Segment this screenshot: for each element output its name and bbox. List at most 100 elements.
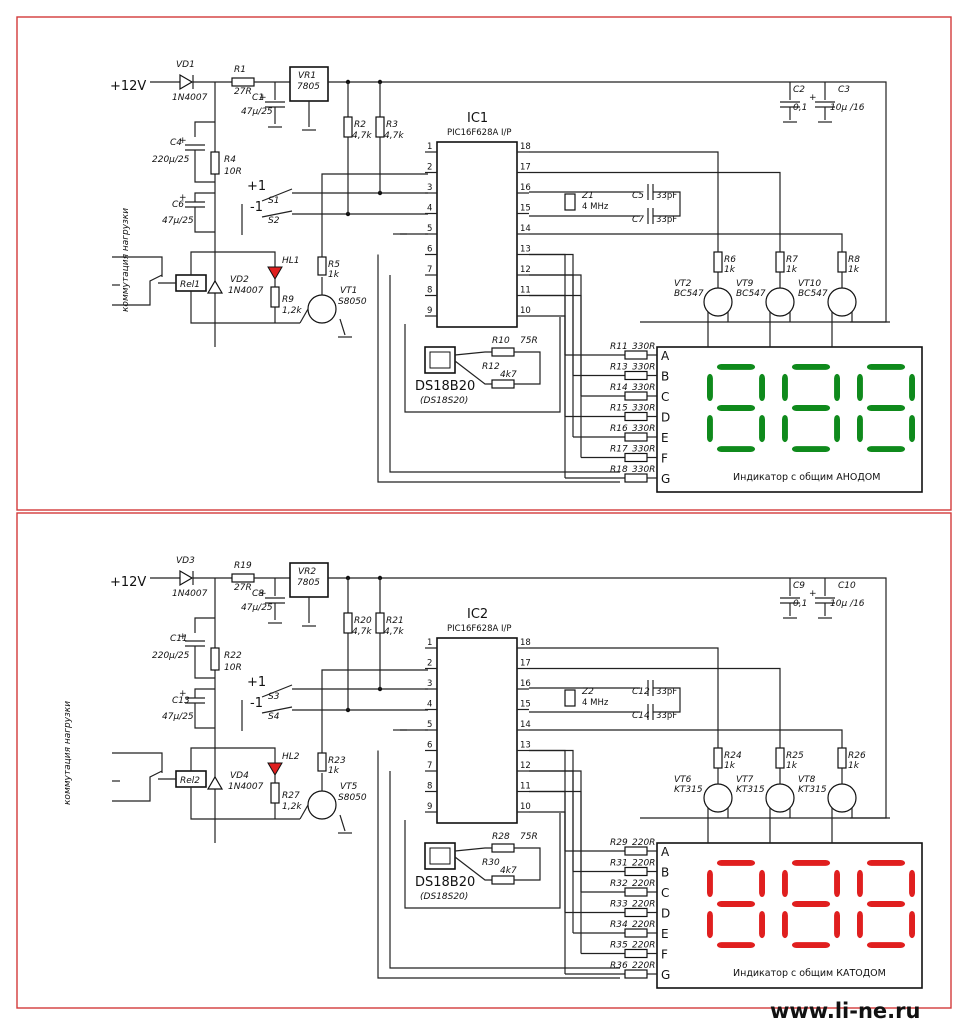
plus-label: +1 (247, 675, 266, 690)
resistor (491, 843, 515, 853)
display-segment (791, 901, 831, 907)
driver-transistor (703, 287, 733, 317)
polarity-mark: + (179, 632, 187, 642)
polarity-mark: + (259, 93, 267, 103)
seg-res-value: 220R (632, 838, 655, 848)
wire (339, 814, 346, 832)
driver-ref: VT9 (736, 279, 754, 289)
led-ref: HL1 (282, 256, 300, 266)
resistor (624, 370, 648, 381)
r4-value: 10R (224, 663, 242, 673)
seg-letter: D (661, 907, 670, 921)
c6-ref: C13 (172, 696, 190, 706)
ic-pin-label: 10 (520, 306, 531, 316)
c-reg-value: 47µ/25 (241, 603, 273, 613)
resistor (375, 116, 385, 138)
c-a-ref: C9 (793, 581, 805, 591)
resistor (624, 948, 648, 959)
ic-pin-label: 6 (427, 741, 432, 751)
seg-letter: E (661, 927, 669, 941)
wire (299, 308, 309, 324)
r-in-value: 27R (234, 583, 252, 593)
ic-pin-label: 15 (520, 700, 531, 710)
seg-letter: F (661, 948, 668, 962)
display-segment (782, 910, 788, 939)
diode-value: 1N4007 (172, 93, 208, 103)
seg-res-value: 330R (632, 424, 655, 434)
crystal (564, 193, 576, 211)
wire (339, 318, 346, 336)
seg-letter: D (661, 411, 670, 425)
display-segment (834, 414, 840, 443)
cx2-ref: C7 (632, 215, 644, 225)
ic-pin-label: 12 (520, 761, 531, 771)
driver-ref: VT6 (674, 775, 692, 785)
wire (194, 150, 215, 183)
cx2-value: 33pF (656, 711, 677, 721)
resistor (317, 256, 327, 276)
resistor (210, 647, 220, 671)
display-segment (707, 869, 713, 898)
driver-transistor (827, 287, 857, 317)
s1-ref: S1 (268, 196, 279, 206)
seg-letter: C (661, 886, 669, 900)
sensor-name: DS18B20 (415, 379, 475, 394)
c-b-ref: C10 (838, 581, 856, 591)
seg-letter: B (661, 370, 669, 384)
crystal-ref: Z1 (581, 191, 594, 201)
seg-route (529, 770, 582, 954)
transistor-vt1 (307, 294, 337, 324)
display-segment (909, 910, 915, 939)
seg-route (529, 770, 574, 872)
sensor-face (429, 351, 451, 369)
wire (190, 291, 300, 324)
wire (215, 747, 276, 763)
seg-res-ref: R16 (610, 424, 628, 434)
ic-pin-label: 13 (520, 741, 531, 751)
ic-pin-label: 1 (427, 638, 432, 648)
resistor (713, 251, 723, 273)
diode-ref: VD1 (176, 60, 195, 70)
regulator-value: 7805 (297, 82, 320, 92)
resistor (713, 747, 723, 769)
display-segment (716, 942, 756, 948)
wire (321, 669, 428, 753)
wire (454, 847, 492, 852)
driver-transistor (703, 783, 733, 813)
r5-value: 1k (328, 766, 340, 776)
circuit-1: +12VVD11N4007R127RVR17805+C147µ/25C20,1+… (16, 16, 952, 511)
sensor-name: DS18B20 (415, 875, 475, 890)
r9-ref: R9 (282, 295, 294, 305)
wire (850, 81, 887, 323)
display-segment (857, 373, 863, 402)
display-segment (707, 910, 713, 939)
load-label: коммутация нагрузки (63, 701, 73, 805)
base-res-ref: R7 (786, 255, 798, 265)
resistor (624, 473, 648, 483)
wire (194, 703, 215, 729)
pullup-value: 4,7k (352, 627, 372, 637)
ic-pin-label: 5 (427, 224, 432, 234)
cx1-ref: C12 (632, 687, 650, 697)
wire (850, 577, 887, 819)
ic-pin-label: 10 (520, 802, 531, 812)
panel-frame (16, 16, 952, 511)
flyback-diode (206, 775, 224, 790)
display-segment (707, 414, 713, 443)
wire (653, 191, 681, 217)
resistor (624, 907, 648, 918)
display-segment (834, 373, 840, 402)
ic-pin-label: 13 (520, 245, 531, 255)
display-segment (857, 414, 863, 443)
driver-value: BC547 (674, 289, 704, 299)
ic-pin-label: 11 (520, 286, 531, 296)
crystal-value: 4 MHz (582, 202, 609, 212)
seg-res-ref: R31 (610, 859, 628, 869)
wire (194, 207, 215, 233)
ic-pin-label: 15 (520, 204, 531, 214)
driver-ref: VT7 (736, 775, 754, 785)
relay-ref: Rel2 (180, 776, 200, 786)
display-segment (707, 373, 713, 402)
base-res-value: 1k (786, 761, 798, 771)
